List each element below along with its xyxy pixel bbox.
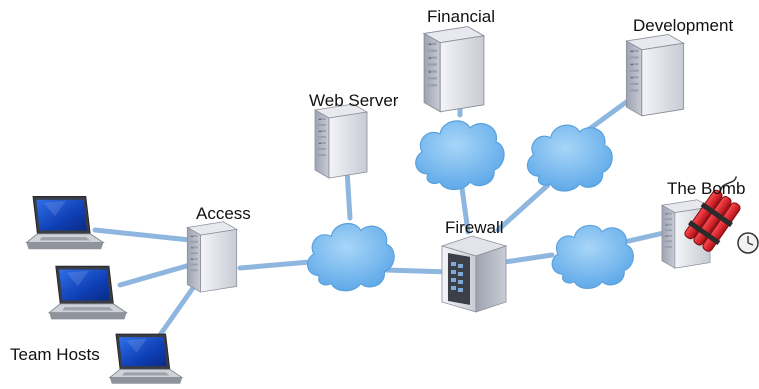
link-bombcloud-bomb [617,229,671,246]
laptop-icon [109,333,183,385]
dynamite-bomb-icon [684,176,741,252]
access-label: Access [196,204,251,223]
development-server-icon [625,33,685,117]
link-laptop1-access [92,227,193,243]
link-firewall-financial-cloud [459,185,471,235]
network-cloud-icon [415,120,505,191]
link-cloud-firewall [382,267,453,275]
team-hosts-label: Team Hosts [10,345,100,364]
development-label: Development [633,16,733,35]
network-cloud-icon [306,222,395,292]
firewall-label: Firewall [445,218,504,237]
access-server-icon [186,221,238,293]
link-webserver-cloud [344,167,353,221]
laptop-icon [25,195,104,250]
link-firewall-dev-cloud [495,182,551,233]
link-firewall-bomb-cloud [502,252,555,265]
laptop-icon [48,265,128,320]
financial-label: Financial [427,7,495,26]
link-laptop3-access [157,282,198,338]
web-server-label: Web Server [309,91,399,110]
link-laptop2-access [117,262,193,288]
the-bomb-label: The Bomb [667,179,745,198]
financial-server-icon [423,26,485,113]
bomb-clock-icon [737,232,759,254]
web-server-icon [314,103,368,179]
network-links [92,89,671,338]
firewall-icon [440,235,508,313]
network-cloud-icon [526,124,613,192]
network-cloud-icon [551,224,635,290]
link-access-cloud [237,259,313,271]
